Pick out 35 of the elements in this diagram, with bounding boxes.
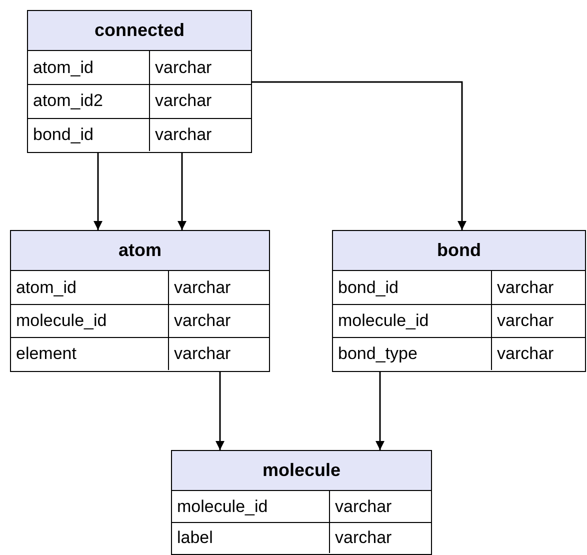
column-name: molecule_id (16, 311, 107, 331)
column-type: varchar (174, 278, 231, 298)
table-title: molecule (262, 460, 341, 481)
column-name: bond_type (338, 344, 418, 364)
table-title: atom (118, 240, 162, 261)
column-name: element (16, 344, 76, 364)
table-box (171, 450, 432, 555)
table-title: connected (94, 20, 185, 41)
column-type: varchar (155, 58, 212, 78)
arrow (376, 372, 384, 450)
column-name: molecule_id (177, 496, 268, 516)
column-type: varchar (497, 344, 554, 364)
column-type: varchar (497, 278, 554, 298)
column-type: varchar (335, 496, 392, 516)
arrow (216, 372, 224, 450)
arrow (178, 153, 186, 230)
table-title: bond (437, 240, 481, 261)
column-name: label (177, 528, 213, 548)
column-name: bond_id (338, 278, 399, 298)
column-name: atom_id (33, 58, 94, 78)
column-type: varchar (335, 528, 392, 548)
column-type: varchar (155, 124, 212, 145)
column-name: atom_id (16, 278, 76, 298)
column-name: molecule_id (338, 311, 429, 331)
column-name: bond_id (33, 124, 94, 145)
column-type: varchar (174, 311, 231, 331)
table-box (332, 230, 586, 372)
table-box (10, 230, 270, 372)
arrow (94, 153, 102, 230)
column-type: varchar (174, 344, 231, 364)
column-type: varchar (497, 311, 554, 331)
column-name: atom_id2 (33, 91, 103, 112)
arrow (252, 81, 466, 230)
table-box (27, 10, 252, 153)
column-type: varchar (155, 91, 212, 112)
